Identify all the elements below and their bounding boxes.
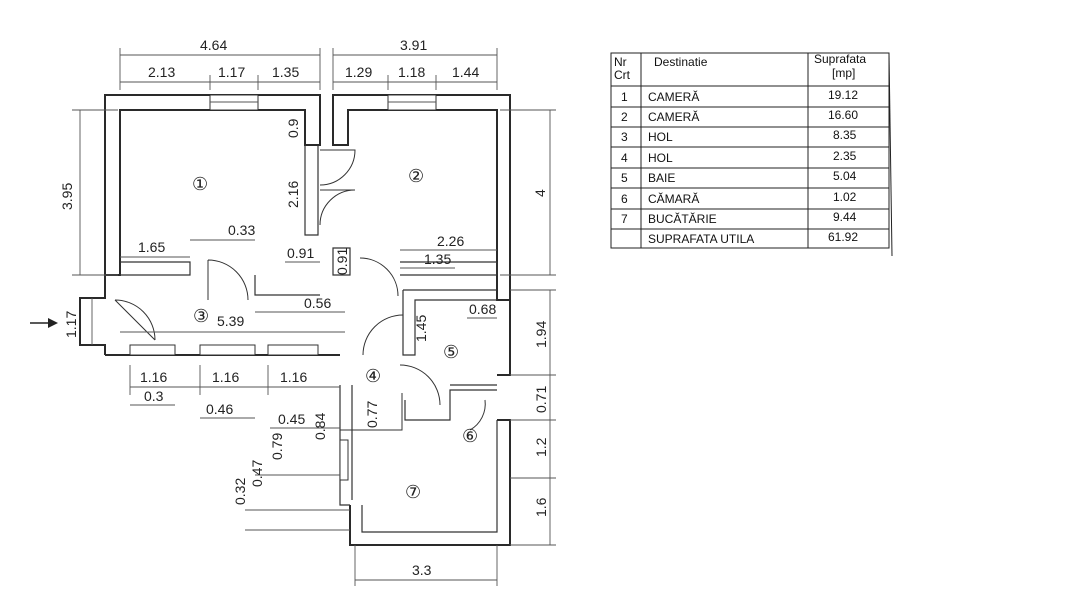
table-row-3-nr: 3 [621,130,628,144]
dim-bath-194: 1.94 [533,321,549,348]
table-row-2-name: CAMERĂ [648,109,699,124]
dim-top-l2: 1.17 [218,64,245,80]
dim-top-r1: 1.29 [345,64,372,80]
table-row-5-name: BAIE [648,171,675,185]
dim-r-12: 1.2 [533,437,549,457]
table-row-7-area: 9.44 [833,210,857,224]
dim-top-l3: 1.35 [272,64,299,80]
dim-r2-door-w: 2.16 [285,181,301,208]
dim-r-16: 1.6 [533,497,549,517]
windows [129,94,437,481]
table-row-5-area: 5.04 [833,169,857,183]
room-7-label: ⑦ [405,482,421,502]
table-header-nr-2: Crt [614,68,631,82]
dim-bot-116b: 1.16 [212,369,239,385]
table-header-dest: Destinatie [654,55,708,69]
table-total-name: SUPRAFATA UTILA [648,232,754,246]
table-row-1-area: 19.12 [828,88,858,102]
room-5-label: ⑤ [443,342,459,362]
dim-bottom-33: 3.3 [412,562,432,578]
dim-hall-091b: 0.91 [334,248,350,275]
room-3-label: ③ [193,306,209,326]
dim-bot-03: 0.3 [144,388,164,404]
table-row-7-nr: 7 [621,212,628,226]
outer-walls [79,94,511,546]
table-header-area-1: Suprafata [814,52,866,66]
dim-entrance: 1.17 [63,311,79,338]
dim-hall-091a: 0.91 [287,245,314,261]
dim-top-r2: 1.18 [398,64,425,80]
room-numbers: ① ② ③ ④ ⑤ ⑥ ⑦ [192,166,478,502]
dim-r2-bottom-b: 1.35 [424,251,451,267]
table-row-6-nr: 6 [621,192,628,206]
room-2-label: ② [408,166,424,186]
dim-r2-door-h: 0.9 [285,118,301,138]
table-row-2-area: 16.60 [828,108,858,122]
room-1-label: ① [192,174,208,194]
dim-r-071: 0.71 [533,386,549,413]
area-table: Nr Crt Destinatie Suprafata [mp] 1 CAMER… [610,52,893,257]
dim-bath-068: 0.68 [469,301,496,317]
table-row-7-name: BUCĂTĂRIE [648,211,717,226]
dimension-lines [30,48,556,586]
dim-top-r3: 1.44 [452,64,479,80]
dim-bot-046: 0.46 [206,401,233,417]
dim-k-045: 0.45 [278,411,305,427]
dim-r1-bottom-b: 0.33 [228,222,255,238]
dim-r2-bottom-a: 2.26 [437,233,464,249]
dim-top-l1: 2.13 [148,64,175,80]
dim-bot-116c: 1.16 [280,369,307,385]
table-row-1-nr: 1 [621,90,628,104]
table-header-nr-1: Nr [614,55,627,69]
dim-bath-145: 1.45 [413,315,429,342]
dim-hall-056: 0.56 [304,295,331,311]
dim-k-032: 0.32 [232,478,248,505]
dim-r1-bottom-a: 1.65 [138,239,165,255]
dim-bot-116a: 1.16 [140,369,167,385]
dim-k-084: 0.84 [312,413,328,440]
table-row-1-name: CAMERĂ [648,89,699,104]
table-total-area: 61.92 [828,230,858,244]
table-row-3-name: HOL [648,130,673,144]
dim-k-077: 0.77 [364,401,380,428]
dim-hall-len: 5.39 [217,313,244,329]
dim-left-h: 3.95 [59,183,75,210]
dim-k-079: 0.79 [269,433,285,460]
dim-top-right-total: 3.91 [400,37,427,53]
table-row-4-nr: 4 [621,151,628,165]
room-6-label: ⑥ [462,426,478,446]
table-row-3-area: 8.35 [833,128,857,142]
dim-top-left-total: 4.64 [200,37,227,53]
doors [114,149,486,431]
room-4-label: ④ [365,366,381,386]
table-row-4-name: HOL [648,151,673,165]
table-header-area-2: [mp] [832,66,855,80]
table-row-4-area: 2.35 [833,149,857,163]
table-row-6-name: CĂMARĂ [648,191,699,206]
dim-k-047: 0.47 [249,460,265,487]
dimension-labels: 4.64 3.91 2.13 1.17 1.35 1.29 1.18 1.44 … [59,37,549,578]
table-row-5-nr: 5 [621,171,628,185]
table-row-6-area: 1.02 [833,190,857,204]
dim-right-h: 4 [532,189,548,197]
table-row-2-nr: 2 [621,110,628,124]
